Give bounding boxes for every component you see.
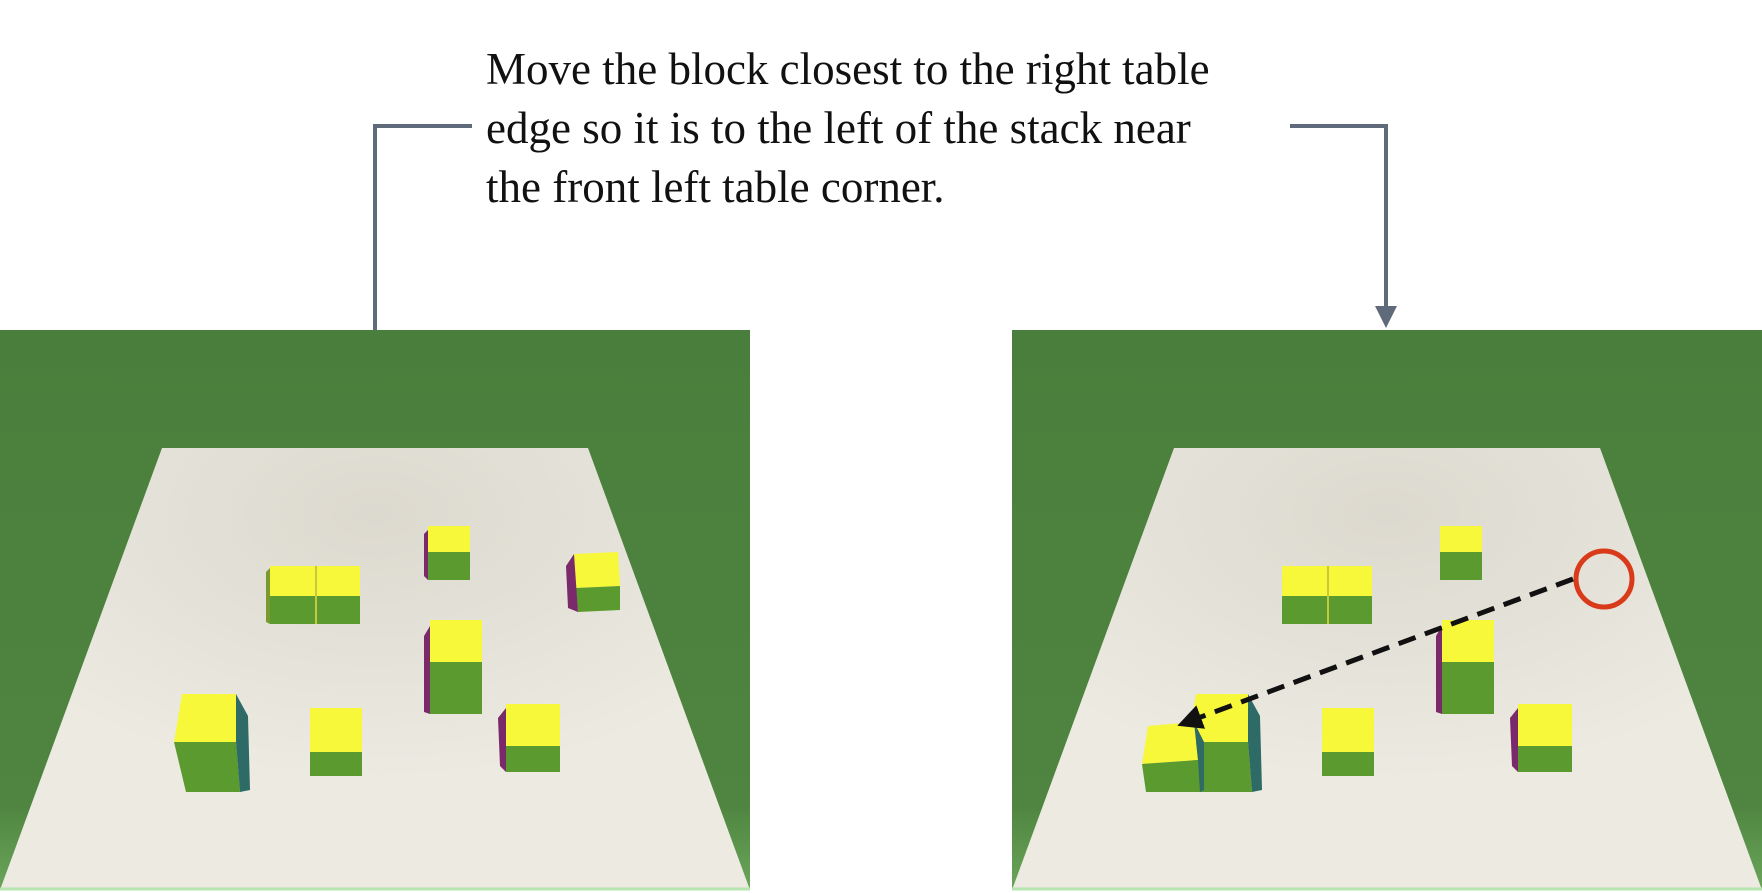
connector-right-arrow xyxy=(1290,124,1397,328)
block xyxy=(1327,566,1372,624)
before-scene xyxy=(0,330,750,891)
move-arrow xyxy=(1177,576,1574,729)
block xyxy=(310,708,362,776)
original-position-circle xyxy=(1573,548,1635,610)
block-stack xyxy=(1436,620,1494,714)
block xyxy=(498,704,560,772)
instruction-text: Move the block closest to the right tabl… xyxy=(486,40,1356,217)
instruction-line-2: edge so it is to the left of the stack n… xyxy=(486,103,1191,153)
instruction-line-1: Move the block closest to the right tabl… xyxy=(486,44,1210,94)
connector-left xyxy=(373,124,472,330)
block xyxy=(1322,708,1374,776)
block xyxy=(266,566,316,624)
block xyxy=(1440,526,1482,580)
block xyxy=(1510,704,1572,772)
block xyxy=(424,526,470,580)
moved-block xyxy=(1142,722,1204,792)
block xyxy=(174,694,250,792)
instruction-line-3: the front left table corner. xyxy=(486,162,945,212)
block xyxy=(315,566,360,624)
block-stack xyxy=(424,620,482,714)
block xyxy=(1282,566,1328,624)
after-scene xyxy=(1012,330,1762,891)
block xyxy=(566,552,620,612)
